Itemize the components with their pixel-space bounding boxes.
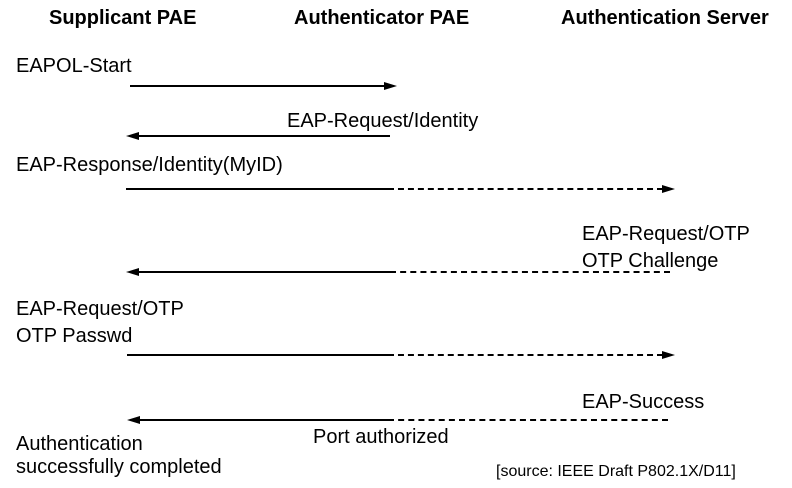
annotation-authentication-completed: Authentication successfully completed — [16, 433, 222, 478]
column-header-supplicant-pae: Supplicant PAE — [49, 7, 197, 29]
column-header-authentication-server: Authentication Server — [561, 7, 769, 29]
message-label-eap-success: EAP-Success — [582, 391, 705, 413]
arrow-line-dashed — [388, 354, 663, 356]
arrow-line-dashed — [388, 419, 668, 421]
arrowhead-right-icon — [384, 82, 397, 90]
arrowhead-left-icon — [126, 132, 139, 140]
message-label-eap-request-identity: EAP-Request/Identity — [287, 110, 479, 132]
source-citation: [source: IEEE Draft P802.1X/D11] — [496, 463, 736, 480]
arrowhead-left-icon — [127, 416, 140, 424]
message-label-eapol-start: EAPOL-Start — [16, 55, 132, 77]
arrow-line — [140, 419, 388, 421]
arrow-line — [127, 354, 388, 356]
arrow-line — [130, 85, 385, 87]
arrowhead-right-icon — [662, 351, 675, 359]
annotation-port-authorized: Port authorized — [313, 426, 449, 448]
arrow-line — [139, 271, 390, 273]
column-header-authenticator-pae: Authenticator PAE — [294, 7, 470, 29]
arrow-line — [139, 135, 390, 137]
arrow-line — [126, 188, 388, 190]
message-label-eap-response-identity: EAP-Response/Identity(MyID) — [16, 154, 283, 176]
arrowhead-right-icon — [662, 185, 675, 193]
arrowhead-left-icon — [126, 268, 139, 276]
arrow-line-dashed — [390, 271, 670, 273]
message-label-eap-request-otp-passwd: EAP-Request/OTP OTP Passwd — [16, 298, 184, 347]
message-label-eap-request-otp-challenge: EAP-Request/OTP OTP Challenge — [582, 223, 750, 272]
arrow-line-dashed — [388, 188, 663, 190]
